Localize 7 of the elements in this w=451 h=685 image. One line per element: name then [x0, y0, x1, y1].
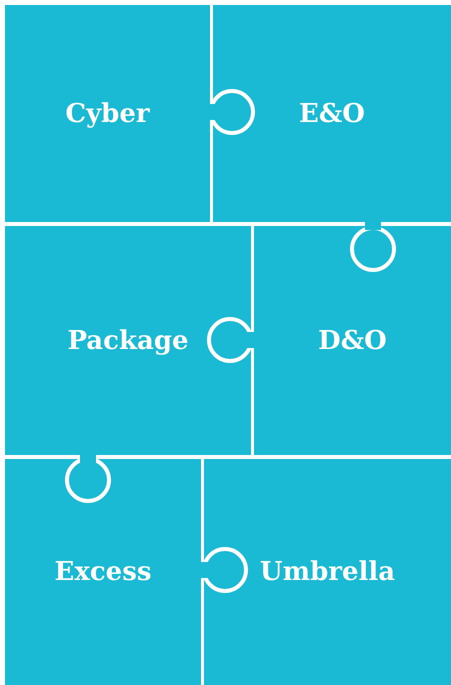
- piece-label: E&O: [299, 98, 365, 128]
- piece-label: Excess: [54, 557, 152, 587]
- piece-label: Cyber: [65, 98, 150, 128]
- piece-label: Package: [67, 326, 189, 356]
- piece-label: D&O: [318, 326, 387, 356]
- piece-label: Umbrella: [260, 557, 396, 587]
- puzzle-piece: [204, 459, 451, 685]
